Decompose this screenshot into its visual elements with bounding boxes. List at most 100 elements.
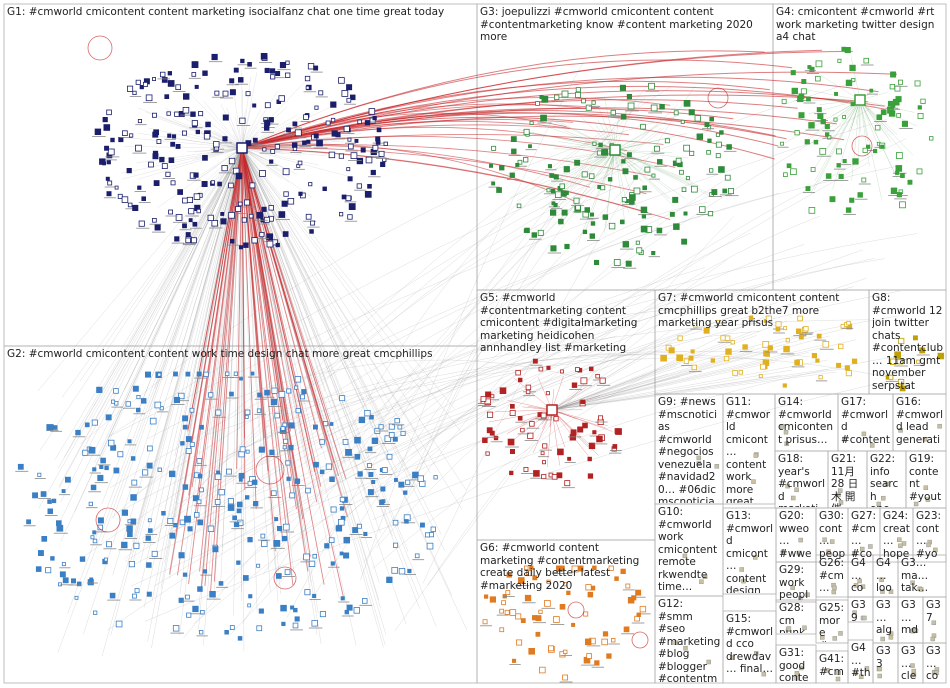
node-g3[interactable] — [576, 92, 581, 97]
node-g3[interactable] — [611, 110, 616, 115]
node-g6[interactable] — [585, 639, 591, 645]
node-g2[interactable] — [129, 561, 134, 566]
node-g1[interactable] — [182, 131, 186, 135]
node-g2[interactable] — [379, 425, 383, 429]
node-g2[interactable] — [111, 400, 114, 403]
node-g4[interactable] — [843, 159, 846, 162]
node-g5[interactable] — [597, 436, 603, 442]
node-g1[interactable] — [238, 202, 242, 206]
node-g3[interactable] — [547, 189, 550, 192]
node-g1[interactable] — [271, 150, 275, 154]
node-g1[interactable] — [166, 172, 170, 176]
node-g22[interactable] — [881, 496, 885, 500]
node-g3[interactable] — [627, 94, 631, 98]
node-g1[interactable] — [155, 225, 160, 230]
node-g2[interactable] — [173, 626, 179, 632]
node-g1[interactable] — [366, 157, 372, 163]
node-g1[interactable] — [143, 82, 147, 86]
node-g7[interactable] — [759, 375, 762, 378]
node-g1[interactable] — [230, 239, 234, 243]
node-g23[interactable] — [933, 548, 937, 552]
node-g3[interactable] — [586, 105, 591, 110]
node-g1[interactable] — [183, 107, 189, 113]
node-g2[interactable] — [38, 473, 41, 476]
node-g2[interactable] — [237, 502, 242, 507]
node-g2[interactable] — [227, 469, 232, 474]
node-g3[interactable] — [562, 210, 567, 215]
node-g1[interactable] — [127, 86, 132, 91]
node-g4[interactable] — [842, 47, 846, 51]
node-g1[interactable] — [298, 161, 302, 165]
node-g5[interactable] — [600, 378, 605, 383]
node-g2[interactable] — [358, 472, 363, 477]
node-g2[interactable] — [338, 519, 344, 525]
node-g1[interactable] — [365, 121, 370, 126]
node-g1[interactable] — [105, 146, 109, 150]
node-g4[interactable] — [908, 180, 912, 184]
node-g4[interactable] — [901, 174, 905, 178]
node-g2[interactable] — [404, 491, 408, 495]
node-g2[interactable] — [271, 399, 277, 405]
node-g3[interactable] — [510, 173, 515, 178]
node-g7[interactable] — [776, 327, 780, 331]
node-g1[interactable] — [381, 162, 385, 166]
node-g6[interactable] — [560, 604, 565, 609]
node-g4[interactable] — [838, 59, 841, 62]
node-g1[interactable] — [369, 109, 375, 115]
node-g1[interactable] — [371, 170, 375, 174]
node-g2[interactable] — [158, 373, 161, 376]
node-g2[interactable] — [398, 425, 402, 429]
node-g6[interactable] — [505, 610, 509, 614]
node-g1[interactable] — [230, 90, 235, 95]
node-g3[interactable] — [551, 246, 556, 251]
node-g5[interactable] — [490, 431, 494, 435]
node-g36[interactable] — [858, 579, 862, 583]
node-g2[interactable] — [197, 459, 202, 464]
node-g8[interactable] — [917, 360, 920, 363]
node-g1[interactable] — [165, 95, 169, 99]
node-g1[interactable] — [172, 135, 175, 138]
node-g30[interactable] — [830, 540, 834, 544]
node-g2[interactable] — [198, 474, 202, 478]
node-g2[interactable] — [128, 532, 133, 537]
node-g6[interactable] — [603, 632, 607, 636]
node-g10[interactable] — [683, 554, 687, 558]
node-g3[interactable] — [628, 103, 634, 109]
node-g2[interactable] — [243, 576, 248, 581]
node-g3[interactable] — [725, 175, 730, 180]
node-g2[interactable] — [425, 533, 429, 537]
node-g5[interactable] — [581, 378, 587, 384]
node-g3[interactable] — [620, 220, 624, 224]
node-g1[interactable] — [303, 141, 307, 145]
node-g6[interactable] — [529, 648, 535, 654]
node-g1[interactable] — [314, 66, 318, 70]
node-g2[interactable] — [271, 491, 276, 496]
node-g3[interactable] — [708, 139, 712, 143]
node-g2[interactable] — [290, 493, 295, 498]
node-g5[interactable] — [596, 374, 600, 378]
node-g6[interactable] — [564, 650, 568, 654]
node-g5[interactable] — [539, 367, 543, 371]
node-g7[interactable] — [783, 384, 786, 387]
node-g3[interactable] — [709, 169, 713, 173]
node-g43[interactable] — [935, 671, 939, 675]
node-g2[interactable] — [132, 480, 137, 485]
node-g4[interactable] — [795, 131, 799, 135]
node-g9[interactable] — [697, 462, 701, 466]
node-g5[interactable] — [572, 383, 577, 388]
node-g2[interactable] — [186, 437, 191, 442]
node-g1[interactable] — [239, 246, 242, 249]
node-g1[interactable] — [119, 137, 123, 141]
node-g2[interactable] — [133, 386, 138, 391]
node-g2[interactable] — [137, 395, 140, 398]
node-g12[interactable] — [674, 641, 678, 645]
node-g5[interactable] — [521, 428, 525, 432]
node-g1[interactable] — [248, 62, 252, 66]
node-g4[interactable] — [805, 140, 809, 144]
node-g5[interactable] — [598, 416, 602, 420]
node-g4[interactable] — [896, 166, 902, 172]
node-g3[interactable] — [497, 188, 502, 193]
hub-node[interactable] — [855, 95, 865, 105]
node-g1[interactable] — [315, 106, 318, 109]
node-g5[interactable] — [589, 367, 593, 371]
